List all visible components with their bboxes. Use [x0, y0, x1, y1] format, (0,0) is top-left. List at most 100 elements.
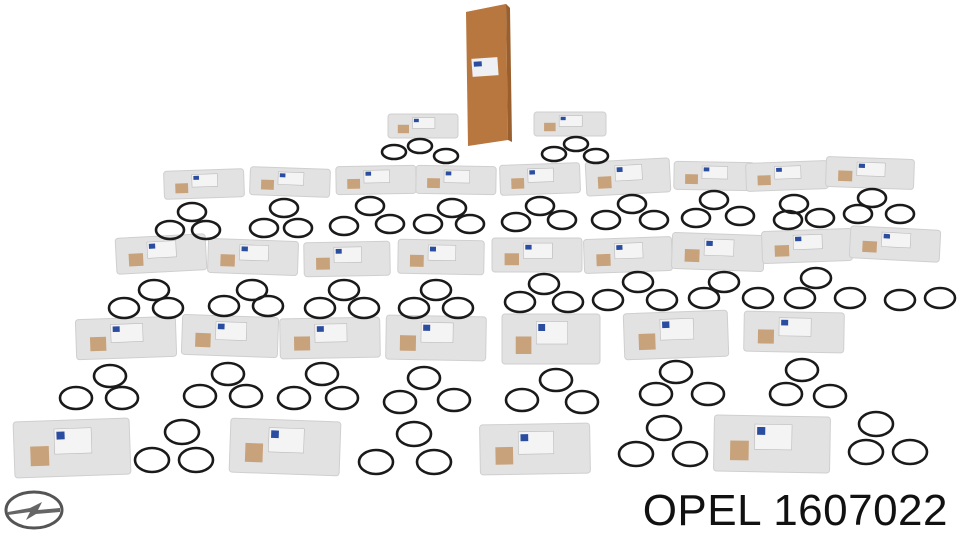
gasket-ring [395, 420, 433, 448]
gasket-ring [690, 381, 726, 407]
gasket-ring [104, 385, 140, 411]
gasket-ring [454, 213, 486, 235]
gasket-ring [504, 387, 540, 413]
gasket-ring [783, 286, 817, 310]
gasket-ring [616, 193, 648, 215]
parts-bag [584, 157, 672, 197]
gasket-ring [772, 209, 804, 231]
gasket-ring [304, 361, 340, 387]
bags-layer [12, 111, 942, 479]
gasket-ring [812, 383, 848, 409]
gasket-ring [617, 440, 655, 468]
gasket-ring [412, 213, 444, 235]
gasket-ring [176, 201, 208, 223]
parts-bag [303, 240, 391, 278]
gasket-ring [847, 438, 885, 466]
gasket-ring [768, 381, 804, 407]
gasket-ring [268, 197, 300, 219]
gasket-ring [210, 361, 246, 387]
gasket-ring [436, 387, 472, 413]
parts-bag [499, 162, 581, 196]
gasket-ring [58, 385, 94, 411]
gasket-ring [251, 294, 285, 318]
gasket-ring [406, 365, 442, 391]
gasket-ring [884, 203, 916, 225]
parts-bag [501, 313, 601, 365]
gasket-ring [658, 359, 694, 385]
parts-bag [743, 310, 845, 354]
parts-bag [163, 168, 245, 200]
parts-bag [335, 164, 417, 196]
gasket-ring [551, 290, 585, 314]
gasket-ring [354, 195, 386, 217]
parts-bag [387, 113, 459, 139]
rings-layer [58, 135, 957, 476]
gasket-ring [235, 278, 269, 302]
opel-logo-icon [4, 490, 64, 530]
gasket-ring [107, 296, 141, 320]
parts-bag [671, 232, 765, 272]
gasket-ring [415, 448, 453, 476]
gasket-ring [282, 217, 314, 239]
parts-bag [180, 313, 280, 359]
gasket-ring [923, 286, 957, 310]
part-caption: OPEL 1607022 [643, 486, 948, 536]
gasket-ring [182, 383, 218, 409]
parts-bag [622, 309, 730, 361]
gasket-ring [190, 219, 222, 241]
gasket-ring [546, 209, 578, 231]
parts-bag [673, 160, 755, 192]
gasket-ring [645, 414, 683, 442]
parts-bag [74, 315, 178, 361]
parts-bag [415, 164, 497, 196]
gasket-ring [357, 448, 395, 476]
parts-bag [279, 316, 381, 360]
parts-bag [491, 237, 583, 273]
gasket-ring [207, 294, 241, 318]
gasket-ring [638, 209, 670, 231]
parts-bag [12, 417, 132, 479]
gasket-ring [406, 137, 434, 155]
gasket-ring [382, 389, 418, 415]
gasket-ring [276, 385, 312, 411]
parts-bag [207, 238, 299, 276]
parts-bag [825, 156, 915, 190]
parts-bag [249, 166, 331, 198]
parts-bag [848, 225, 942, 263]
parts-bag [583, 236, 673, 274]
gasket-ring [500, 211, 532, 233]
gasket-ring [347, 296, 381, 320]
gasket-ring [621, 270, 655, 294]
gasket-ring [687, 286, 721, 310]
gasket-ring [857, 410, 895, 438]
gasket-ring [328, 215, 360, 237]
gasket-ring [441, 296, 475, 320]
gasket-ring [177, 446, 215, 474]
part-number: 1607022 [773, 486, 948, 535]
gasket-ring [891, 438, 929, 466]
gasket-ring [503, 290, 537, 314]
gasket-ring [397, 296, 431, 320]
gasket-ring [133, 446, 171, 474]
gasket-ring [248, 217, 280, 239]
brand-name: OPEL [642, 486, 761, 535]
gasket-ring [436, 197, 468, 219]
parts-bag [713, 414, 831, 474]
gasket-ring [591, 288, 625, 312]
gasket-ring [327, 278, 361, 302]
gasket-ring [804, 207, 836, 229]
gasket-ring [799, 266, 833, 290]
parts-bag [533, 111, 607, 137]
gasket-ring [154, 219, 186, 241]
gasket-ring [833, 286, 867, 310]
parts-bag [479, 422, 591, 476]
gasket-ring [538, 367, 574, 393]
gasket-ring [564, 389, 600, 415]
parts-bag [745, 160, 829, 192]
gasket-ring [432, 147, 460, 165]
gasket-ring [856, 187, 888, 209]
parts-bag [397, 238, 485, 276]
gasket-ring [374, 213, 406, 235]
gasket-ring [784, 357, 820, 383]
